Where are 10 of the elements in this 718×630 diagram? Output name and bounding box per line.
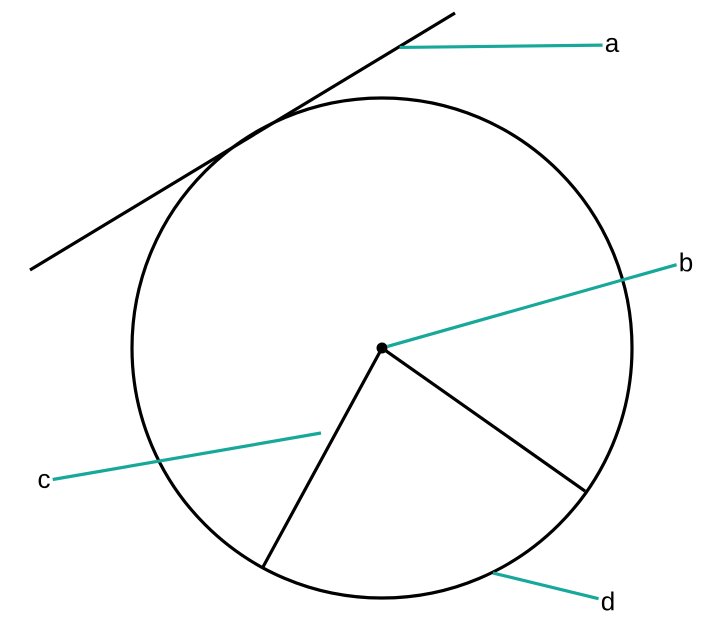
leader-line bbox=[52, 431, 322, 482]
leader-line bbox=[492, 571, 599, 600]
center-point bbox=[376, 342, 388, 354]
part-label: d bbox=[602, 591, 614, 611]
part-label: a bbox=[606, 38, 620, 52]
leader-line bbox=[387, 263, 678, 348]
part-label: b bbox=[680, 252, 692, 272]
part-label: c bbox=[38, 474, 50, 488]
tangent-line bbox=[29, 12, 456, 272]
leader-line bbox=[400, 44, 603, 50]
